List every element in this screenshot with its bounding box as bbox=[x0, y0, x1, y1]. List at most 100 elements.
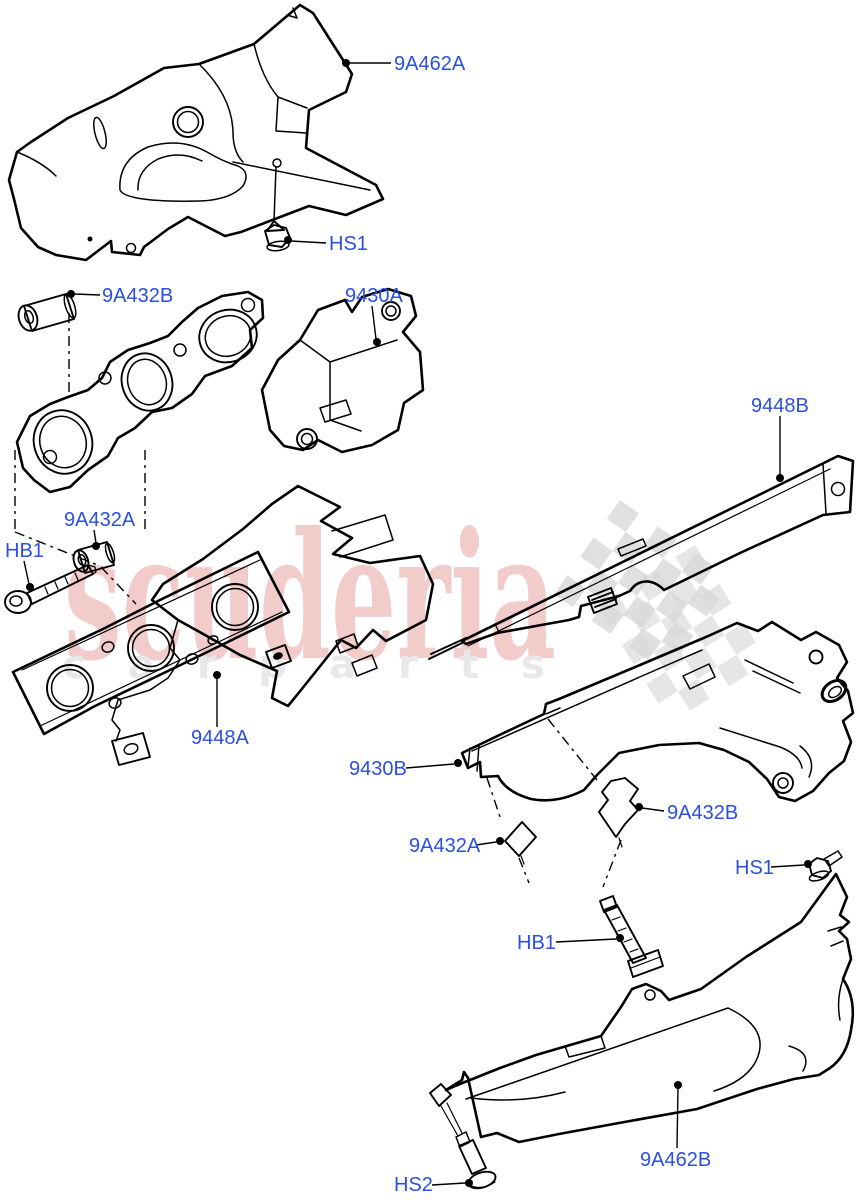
boss-ring-inner bbox=[176, 110, 200, 134]
callout-label-hb1-right[interactable]: HB1 bbox=[517, 932, 556, 954]
construction-lines bbox=[14, 313, 622, 888]
leader-line bbox=[405, 763, 455, 769]
lower-shield-ear-hole bbox=[644, 989, 656, 1001]
tab-hole bbox=[125, 242, 137, 254]
stud-9a432a-left-endcap bbox=[104, 542, 116, 564]
bolt-hb1-left bbox=[4, 564, 97, 614]
callout-label-hs2[interactable]: HS2 bbox=[394, 1174, 433, 1196]
hb1-left-threads bbox=[44, 564, 97, 595]
port-1-inner bbox=[38, 415, 88, 469]
manifold-9430b-details bbox=[467, 649, 813, 778]
leader-line bbox=[431, 1182, 466, 1186]
hs1-upper-flange bbox=[266, 240, 290, 252]
callout-9a432a-left[interactable]: 9A432A bbox=[64, 509, 136, 550]
callout-9a432b-left[interactable]: 9A432B bbox=[67, 285, 173, 307]
shield-mid-left-details bbox=[111, 514, 394, 742]
callout-label-9a432a-left[interactable]: 9A432A bbox=[64, 509, 136, 531]
heat-shield-upper-details bbox=[16, 7, 371, 202]
lower-shield-bracket bbox=[429, 1083, 452, 1107]
leader-line bbox=[93, 529, 97, 544]
bolt-hs1-right bbox=[808, 850, 843, 882]
callouts: 9A462A HS1 9A432B 9430A 9448B 9A432A bbox=[5, 53, 812, 1196]
manifold-ear-hole-outer bbox=[381, 301, 401, 321]
manifold-9430a-outline bbox=[260, 287, 425, 454]
callout-label-hs1-upper[interactable]: HS1 bbox=[329, 233, 368, 255]
stud-9a432a-left-cap bbox=[72, 549, 90, 573]
hb1-right-head bbox=[627, 949, 664, 978]
callout-9a432a-right[interactable]: 9A432A bbox=[409, 835, 504, 857]
boss-ring-outer bbox=[172, 106, 204, 138]
strip-top-tab bbox=[617, 538, 647, 557]
gasket-clip bbox=[265, 644, 292, 669]
manifold-b-boss-outer bbox=[772, 772, 794, 794]
leader-line bbox=[770, 864, 805, 868]
callout-label-hb1-left[interactable]: HB1 bbox=[5, 540, 44, 562]
gasket-tab-hole-bl bbox=[42, 449, 58, 465]
callout-9430b[interactable]: 9430B bbox=[349, 758, 462, 780]
callout-label-9448a[interactable]: 9448A bbox=[191, 727, 249, 749]
callout-9448a[interactable]: 9448A bbox=[191, 671, 249, 749]
stud-9a432a-right-tail bbox=[520, 855, 525, 865]
callout-label-hs1-right[interactable]: HS1 bbox=[735, 857, 774, 879]
shield-mid-left bbox=[111, 484, 435, 766]
port-1-outer bbox=[32, 409, 94, 475]
gasket-tab-hole-tr bbox=[240, 297, 256, 313]
leader-line bbox=[475, 841, 497, 846]
callout-hs1-upper[interactable]: HS1 bbox=[284, 233, 368, 255]
gasket-9448a bbox=[11, 550, 292, 736]
strip-step-tick bbox=[495, 625, 500, 633]
leader-line bbox=[676, 1087, 679, 1149]
stud-9a432b-right-body bbox=[598, 777, 639, 838]
callout-9a432b-right[interactable]: 9A432B bbox=[635, 802, 738, 824]
callout-hb1-right[interactable]: HB1 bbox=[517, 932, 624, 954]
leader-line bbox=[555, 938, 617, 943]
small-hole-2 bbox=[185, 653, 199, 665]
callout-9448b[interactable]: 9448B bbox=[751, 395, 809, 482]
wing-hole bbox=[272, 158, 282, 168]
manifold-ear-hole-inner bbox=[385, 305, 397, 317]
stud-9a432b-left-hole bbox=[23, 309, 35, 325]
small-hole-4 bbox=[108, 697, 122, 709]
gasket-clip-center bbox=[273, 652, 283, 660]
callout-hs1-right[interactable]: HS1 bbox=[735, 857, 812, 879]
callout-hb1-left[interactable]: HB1 bbox=[5, 540, 44, 591]
callout-hs2[interactable]: HS2 bbox=[394, 1174, 473, 1196]
port-2-outer bbox=[120, 352, 174, 412]
leader-dot bbox=[776, 474, 784, 482]
strip-tab-hole bbox=[830, 481, 846, 497]
leader-line bbox=[23, 560, 30, 585]
shield-mid-left-outline bbox=[150, 484, 435, 708]
checker-pattern-a bbox=[554, 500, 720, 661]
callout-label-9a432b-left[interactable]: 9A432B bbox=[102, 285, 173, 307]
callout-label-9430b[interactable]: 9430B bbox=[349, 758, 407, 780]
callout-label-9a462b[interactable]: 9A462B bbox=[640, 1149, 711, 1171]
callout-9a462a[interactable]: 9A462A bbox=[342, 53, 466, 75]
callout-label-9a432b-right[interactable]: 9A432B bbox=[667, 802, 738, 824]
shield-foot-bracket bbox=[111, 732, 151, 766]
strip-clip-hatch bbox=[591, 591, 617, 608]
hs2-shaft bbox=[458, 1139, 487, 1175]
heat-shield-upper-outline bbox=[7, 3, 385, 262]
callout-label-9448b[interactable]: 9448B bbox=[751, 395, 809, 417]
callout-label-9a432a-right[interactable]: 9A432A bbox=[409, 835, 481, 857]
gasket-9448a-outline bbox=[11, 550, 291, 736]
hb1-right-head-line bbox=[630, 956, 661, 969]
callout-label-9a462a[interactable]: 9A462A bbox=[394, 53, 466, 75]
heat-shield-lower-9a462b bbox=[429, 872, 855, 1144]
part-heat-shield-upper-9a462a bbox=[7, 3, 385, 262]
strip-9448b-tab-divider bbox=[822, 463, 827, 514]
stud-9a432a-right bbox=[504, 821, 537, 865]
callout-9430a[interactable]: 9430A bbox=[345, 285, 403, 346]
heat-shield-lower-details bbox=[465, 926, 844, 1101]
stud-9a432a-left-hole bbox=[77, 553, 87, 567]
strip-9448b-outline bbox=[460, 454, 855, 646]
callout-label-9430a[interactable]: 9430A bbox=[345, 285, 403, 307]
leader-dot bbox=[26, 583, 34, 591]
small-hole-1 bbox=[101, 641, 115, 653]
manifold-b-boss-inner bbox=[777, 777, 789, 789]
bolt-hb1-right bbox=[599, 895, 664, 978]
hs1-upper-stem bbox=[273, 166, 277, 222]
leader-line bbox=[290, 240, 327, 244]
port-c-inner bbox=[215, 587, 255, 627]
callout-9a462b[interactable]: 9A462B bbox=[640, 1081, 711, 1171]
